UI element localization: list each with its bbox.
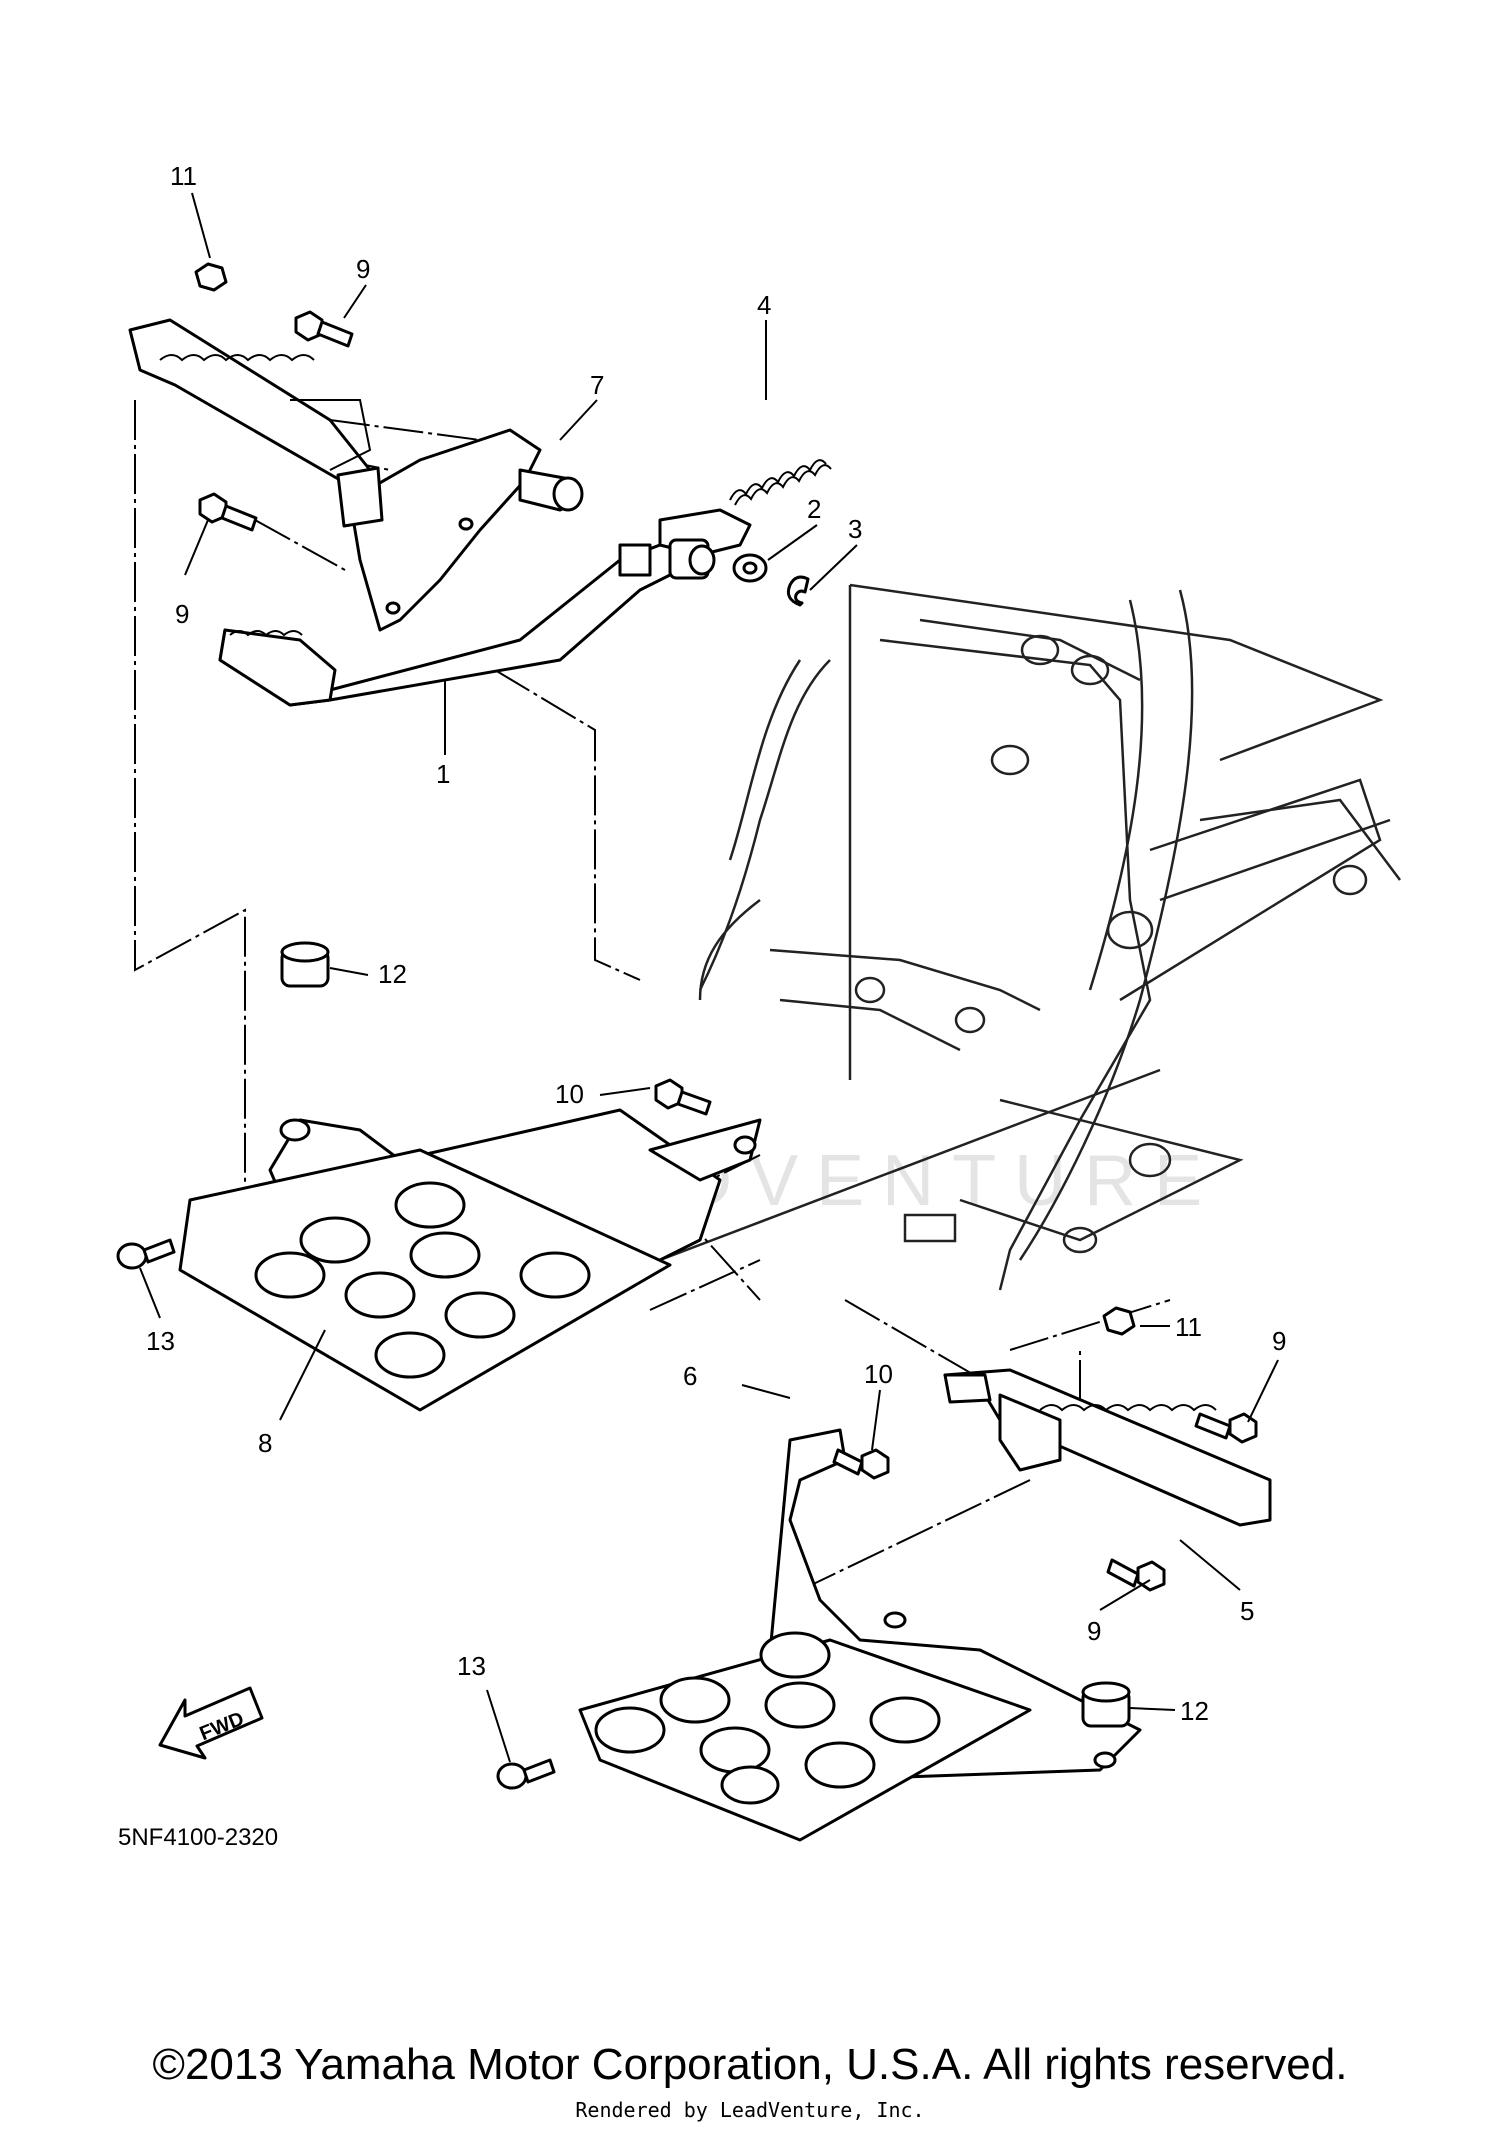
copyright-notice: ©2013 Yamaha Motor Corporation, U.S.A. A…: [152, 2040, 1348, 2089]
left-footrest: [128, 318, 384, 528]
callout-1: 1: [436, 759, 450, 789]
nut-11-right: [1102, 1306, 1136, 1336]
bolt-9-d: [1106, 1558, 1166, 1592]
bolt-9-c: [1194, 1412, 1258, 1444]
assembly-lines: [134, 400, 1171, 1601]
callout-labels: 11 9 4 7 2 3 9 1 12 10 13 8 11 9 10 6 5 …: [146, 161, 1286, 1726]
callout-11-right: 11: [1175, 1312, 1202, 1342]
callout-6: 6: [683, 1361, 697, 1391]
callout-8: 8: [258, 1428, 272, 1458]
callout-2: 2: [807, 494, 821, 524]
screw-13-a: [116, 1238, 176, 1270]
callout-7: 7: [590, 370, 604, 400]
callout-13-right: 13: [457, 1651, 486, 1681]
grommet-12-b: [1081, 1681, 1131, 1728]
screw-13-b: [496, 1758, 556, 1790]
bolt-10-a: [654, 1078, 712, 1116]
washer-hole: [742, 561, 758, 575]
callout-leaders: [139, 192, 1279, 1763]
callout-9-left: 9: [175, 599, 189, 629]
fwd-arrow-icon: FWD: [158, 1686, 264, 1760]
callout-3: 3: [848, 514, 862, 544]
callout-9-right: 9: [1272, 1326, 1286, 1356]
left-step-plate: [178, 1108, 762, 1412]
callout-9-lower: 9: [1087, 1616, 1101, 1646]
fasteners: [116, 262, 1258, 1790]
brake-pedal: [218, 508, 752, 707]
callout-5: 5: [1240, 1596, 1254, 1626]
callout-9-upper: 9: [356, 254, 370, 284]
bolt-9-b: [198, 492, 258, 532]
rendered-by-credit: Rendered by LeadVenture, Inc.: [575, 2098, 925, 2122]
return-spring: [729, 459, 832, 506]
motorcycle-frame: [659, 583, 1401, 1291]
bolt-9-a: [294, 310, 354, 348]
grommet-12-a: [280, 941, 330, 988]
callout-11-left: 11: [170, 161, 197, 191]
bolt-10-b: [832, 1448, 890, 1480]
callout-13-left: 13: [146, 1326, 175, 1356]
callout-4: 4: [757, 290, 771, 320]
right-step-plate: [578, 1428, 1142, 1842]
right-footrest: [943, 1368, 1272, 1527]
callout-10-right: 10: [864, 1359, 893, 1389]
pivot-shaft-bracket: [348, 428, 584, 632]
callout-10-left: 10: [555, 1079, 584, 1109]
circlip: [786, 575, 810, 607]
diagram-reference-code: 5NF4100-2320: [118, 1824, 279, 1851]
nut-11-left: [194, 262, 228, 292]
callout-12-left: 12: [378, 959, 407, 989]
callout-12-right: 12: [1180, 1696, 1209, 1726]
